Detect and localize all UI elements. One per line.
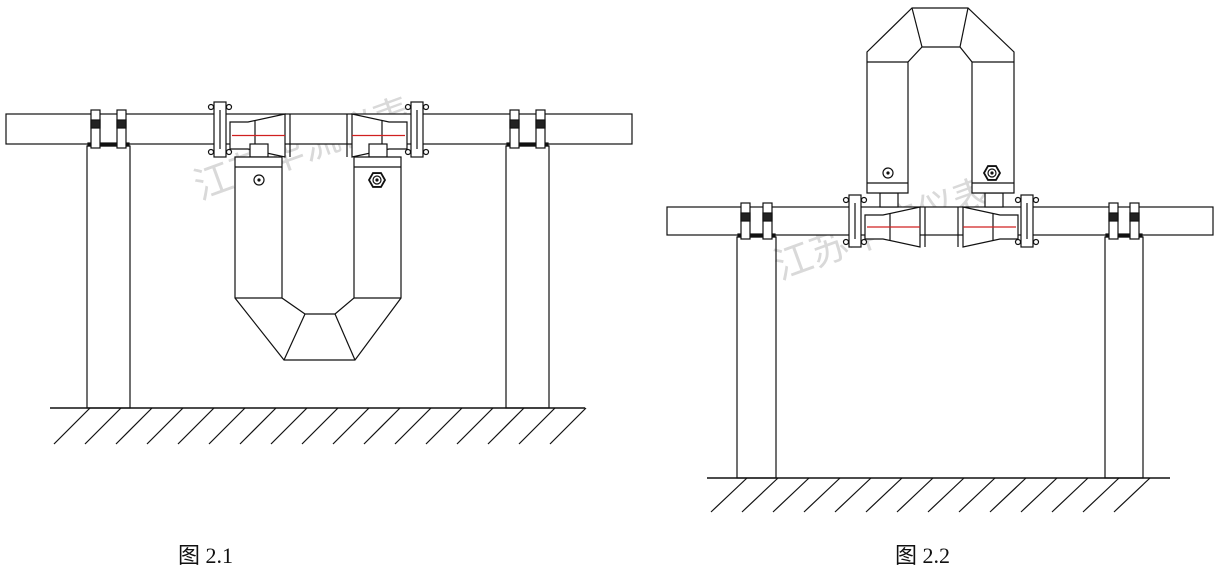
pipe-support (736, 202, 777, 479)
indicator-circle-icon (882, 167, 894, 179)
flange-bolt (422, 103, 430, 111)
flange (404, 101, 430, 158)
flange-bolt (225, 103, 233, 111)
flange-bolt (1014, 196, 1022, 204)
pipe-support (1104, 202, 1144, 479)
flange-bolt (1014, 238, 1022, 246)
flange-bolt (207, 103, 215, 111)
flange (842, 194, 868, 248)
ground (50, 407, 587, 445)
flange-bolt (1032, 238, 1040, 246)
flange-bolt (207, 148, 215, 156)
indicator-circle-icon (253, 174, 265, 186)
pipe-support (86, 109, 131, 409)
pipeline (666, 206, 1214, 236)
flange-bolt (842, 238, 850, 246)
meter-body (864, 206, 1019, 248)
flange-bolt (860, 238, 868, 246)
flange-bolt (860, 196, 868, 204)
pipe-clamp (1129, 202, 1140, 240)
figure-caption-2-2: 图 2.2 (895, 543, 951, 568)
flange-bolt (842, 196, 850, 204)
pipe-clamp (116, 109, 127, 149)
pressure-fitting-icon (982, 165, 1002, 181)
meter-neck (879, 192, 1004, 208)
flange-bolt (1032, 196, 1040, 204)
u-tube-housing (234, 156, 402, 361)
figure-caption-2-1: 图 2.1 (178, 543, 234, 568)
pipe-support (505, 109, 550, 409)
pressure-fitting-icon (367, 172, 387, 188)
flange-bolt (225, 148, 233, 156)
meter-body (229, 113, 408, 158)
pipeline (5, 113, 633, 145)
pipe-clamp (509, 109, 520, 149)
pipe-clamp (90, 109, 101, 149)
flange (1014, 194, 1040, 248)
pipe-clamp (740, 202, 751, 240)
u-tube-housing (866, 7, 1015, 194)
pipe-clamp (535, 109, 546, 149)
pipe-clamp (1108, 202, 1119, 240)
flange (207, 101, 233, 158)
flange-bolt (422, 148, 430, 156)
flange-bolt (404, 103, 412, 111)
pipe-clamp (762, 202, 773, 240)
flange-bolt (404, 148, 412, 156)
ground (707, 477, 1170, 513)
